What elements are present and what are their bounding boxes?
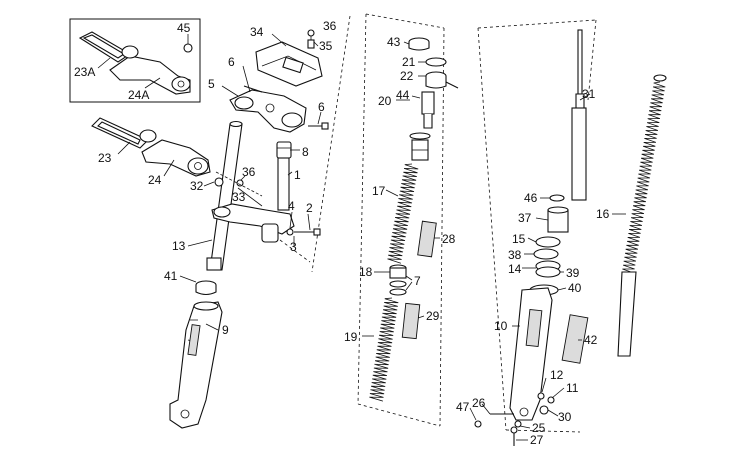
label-6-top: 6: [228, 55, 235, 69]
label-42: 42: [584, 333, 598, 347]
label-47: 47: [456, 400, 470, 414]
valve-20: [421, 91, 435, 115]
spring-19: [369, 297, 399, 402]
label-5: 5: [208, 77, 215, 91]
label-16: 16: [596, 207, 610, 221]
label-30: 30: [558, 410, 572, 424]
leader-lines: [117, 33, 626, 441]
nut-8: [276, 141, 292, 159]
inset-box: [69, 18, 201, 103]
label-29: 29: [426, 309, 440, 323]
label-36-mid: 36: [242, 165, 256, 179]
plate-42: [561, 314, 589, 364]
assembly-boundary: [311, 15, 351, 273]
label-9: 9: [222, 323, 229, 337]
label-38: 38: [508, 248, 522, 262]
label-19: 19: [344, 330, 358, 344]
label-4: 4: [288, 199, 295, 213]
label-37: 37: [518, 211, 532, 225]
spring-17: [387, 163, 419, 264]
label-2: 2: [306, 201, 313, 215]
spring-16: [622, 81, 666, 274]
label-39: 39: [566, 266, 580, 280]
label-43: 43: [387, 35, 401, 49]
label-34: 34: [250, 25, 264, 39]
part-labels: 45 23A 24A 34 36 35 6 5 6 8 23 24 36 32 …: [74, 19, 610, 447]
label-35: 35: [319, 39, 333, 53]
label-12: 12: [550, 368, 564, 382]
ring-46: [549, 194, 565, 202]
cable-guide-23: [91, 117, 149, 149]
fork-slider-9: [169, 301, 223, 429]
label-46: 46: [524, 191, 538, 205]
label-23: 23: [98, 151, 112, 165]
tube-16: [617, 271, 637, 357]
label-11: 11: [566, 381, 579, 395]
label-25: 25: [532, 421, 546, 435]
label-8: 8: [302, 145, 309, 159]
label-20: 20: [378, 94, 392, 108]
steering-stem-1: [277, 157, 290, 211]
spacer-28: [417, 220, 437, 258]
label-17: 17: [372, 184, 386, 198]
label-41: 41: [164, 269, 178, 283]
label-33: 33: [232, 190, 246, 204]
label-45: 45: [177, 21, 191, 35]
label-44: 44: [396, 88, 410, 102]
label-27: 27: [530, 433, 544, 447]
label-26: 26: [472, 396, 486, 410]
damper-rod-31: [577, 29, 583, 95]
label-6-right: 6: [318, 100, 325, 114]
label-14: 14: [508, 262, 522, 276]
label-36-top: 36: [323, 19, 337, 33]
label-31: 31: [582, 87, 596, 101]
label-23a: 23A: [74, 65, 95, 79]
label-13: 13: [172, 239, 186, 253]
spacer-29: [401, 302, 421, 340]
label-18: 18: [359, 265, 373, 279]
label-24: 24: [148, 173, 162, 187]
label-1: 1: [294, 168, 301, 182]
label-40: 40: [568, 281, 582, 295]
label-3: 3: [290, 240, 297, 254]
label-22: 22: [400, 69, 414, 83]
label-10: 10: [494, 319, 508, 333]
label-7: 7: [414, 274, 421, 288]
label-21: 21: [402, 55, 416, 69]
label-32: 32: [190, 179, 204, 193]
label-24a: 24A: [128, 88, 149, 102]
label-28: 28: [442, 232, 456, 246]
label-15: 15: [512, 232, 526, 246]
fork-slider-10: [509, 287, 553, 421]
nut-45: [183, 43, 193, 53]
